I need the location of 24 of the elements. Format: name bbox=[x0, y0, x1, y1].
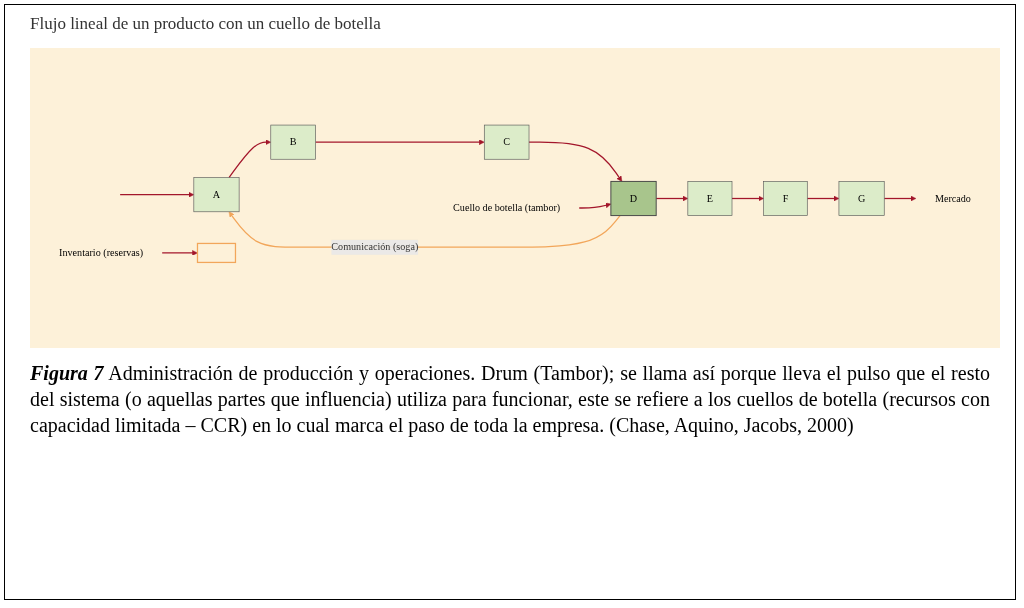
arrow bbox=[578, 203, 612, 210]
arrow bbox=[228, 139, 272, 179]
node-box bbox=[610, 181, 657, 217]
arrow bbox=[731, 196, 764, 202]
arrow bbox=[883, 196, 917, 202]
node-box bbox=[193, 177, 240, 213]
node-box bbox=[270, 125, 316, 160]
figure-caption: Figura 7 Administración de producción y operaciones. Drum (Tambor); se llama así porque lleva el pulso que el resto del sistema (o aquellas partes que influencia) utiliza para funcionar, este se refiere a los cuellos de botella (recursos con capacidad limitada – CCR) en lo cual marca el paso de toda la empresa. (Chase, Aquino, Jacobs, 2000) bbox=[30, 361, 990, 438]
diagram-title: Flujo lineal de un producto con un cuello de botella bbox=[30, 14, 381, 34]
node-box bbox=[687, 181, 733, 217]
node-box bbox=[484, 125, 530, 160]
arrow bbox=[806, 196, 840, 202]
arrow bbox=[528, 141, 623, 183]
node-text: Mercado bbox=[934, 193, 971, 205]
node-box bbox=[196, 243, 237, 264]
node-text: Cuello de botella (tambor) bbox=[453, 202, 561, 214]
arrow bbox=[314, 139, 485, 146]
node-text: Inventario (reservas) bbox=[59, 247, 144, 259]
arrow bbox=[119, 192, 195, 198]
arrow bbox=[161, 250, 198, 257]
node-box bbox=[763, 181, 808, 217]
diagram-background: Comunicación (soga) A B C D E F G Mercado Cuello de botella (tambor) Inventario (reservas) bbox=[30, 48, 1000, 348]
node-box bbox=[838, 181, 885, 217]
arrow bbox=[655, 196, 689, 202]
